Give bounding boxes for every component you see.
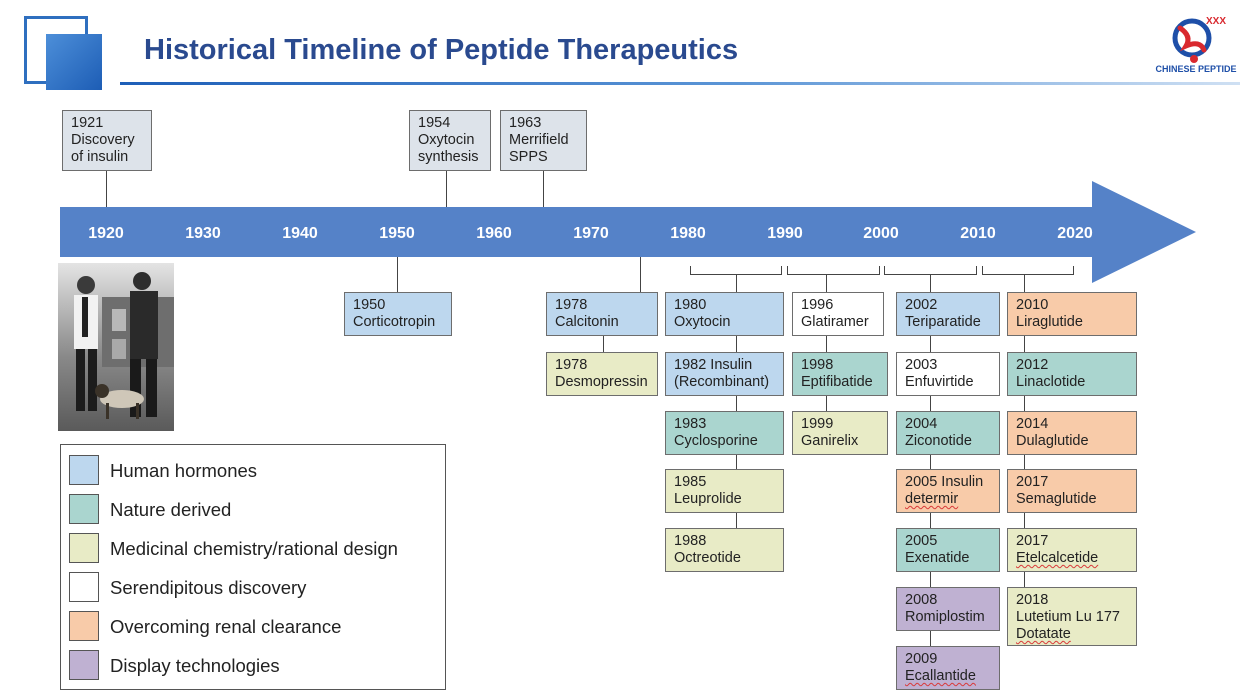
bracket-stem-1980s <box>736 275 737 292</box>
logo-text: CHINESE PEPTIDE <box>1155 64 1237 74</box>
bracket-stem-2000s <box>930 275 931 292</box>
corner-filled-square <box>46 34 102 90</box>
drug-box-1982-insulin-recombinant: 1982 Insulin(Recombinant) <box>665 352 784 396</box>
tick-label-1920: 1920 <box>88 225 124 242</box>
legend-label: Nature derived <box>110 499 232 520</box>
legend-swatch <box>69 650 99 680</box>
legend-swatch <box>69 533 99 563</box>
tick-label-2000: 2000 <box>863 225 899 242</box>
tick-label-1930: 1930 <box>185 225 221 242</box>
logo-mark-icon: XXX <box>1172 16 1226 63</box>
stem-1970s <box>603 336 604 352</box>
bracket-2010s <box>982 266 1074 275</box>
connector-1963 <box>543 171 544 207</box>
legend-swatch <box>69 455 99 485</box>
page-title: Historical Timeline of Peptide Therapeut… <box>144 34 739 66</box>
connector-1921 <box>106 171 107 207</box>
bracket-2000s <box>884 266 977 275</box>
tick-label-1960: 1960 <box>476 225 512 242</box>
insulin-discoverers-photo <box>58 263 174 431</box>
legend-label: Human hormones <box>110 460 258 481</box>
tick-label-1990: 1990 <box>767 225 803 242</box>
title-underline <box>120 82 1240 85</box>
historical-photo <box>58 263 174 431</box>
bracket-1990s <box>787 266 880 275</box>
legend-label: Serendipitous discovery <box>110 577 307 598</box>
legend-swatch <box>69 611 99 641</box>
tick-label-2010: 2010 <box>960 225 996 242</box>
connector-1978 <box>640 257 641 292</box>
tick-label-2020: 2020 <box>1057 225 1093 242</box>
chinese-peptide-logo: XXX CHINESE PEPTIDE <box>1150 12 1242 76</box>
tick-label-1940: 1940 <box>282 225 318 242</box>
tick-label-1970: 1970 <box>573 225 609 242</box>
bracket-stem-1990s <box>826 275 827 292</box>
legend: Human hormones Nature derived Medicinal … <box>60 444 446 690</box>
bracket-stem-2010s <box>1024 275 1025 292</box>
legend-label: Display technologies <box>110 655 280 676</box>
connector-1950 <box>397 257 398 292</box>
corner-decoration <box>24 16 104 92</box>
connector-1954 <box>446 171 447 207</box>
tick-label-1950: 1950 <box>379 225 415 242</box>
logo-xxx: XXX <box>1206 16 1226 27</box>
tick-label-1980: 1980 <box>670 225 706 242</box>
legend-swatch <box>69 572 99 602</box>
stem-2010s <box>1024 336 1025 587</box>
legend-swatch <box>69 494 99 524</box>
legend-label: Overcoming renal clearance <box>110 616 342 637</box>
legend-label: Medicinal chemistry/rational design <box>110 538 398 559</box>
bracket-1980s <box>690 266 782 275</box>
